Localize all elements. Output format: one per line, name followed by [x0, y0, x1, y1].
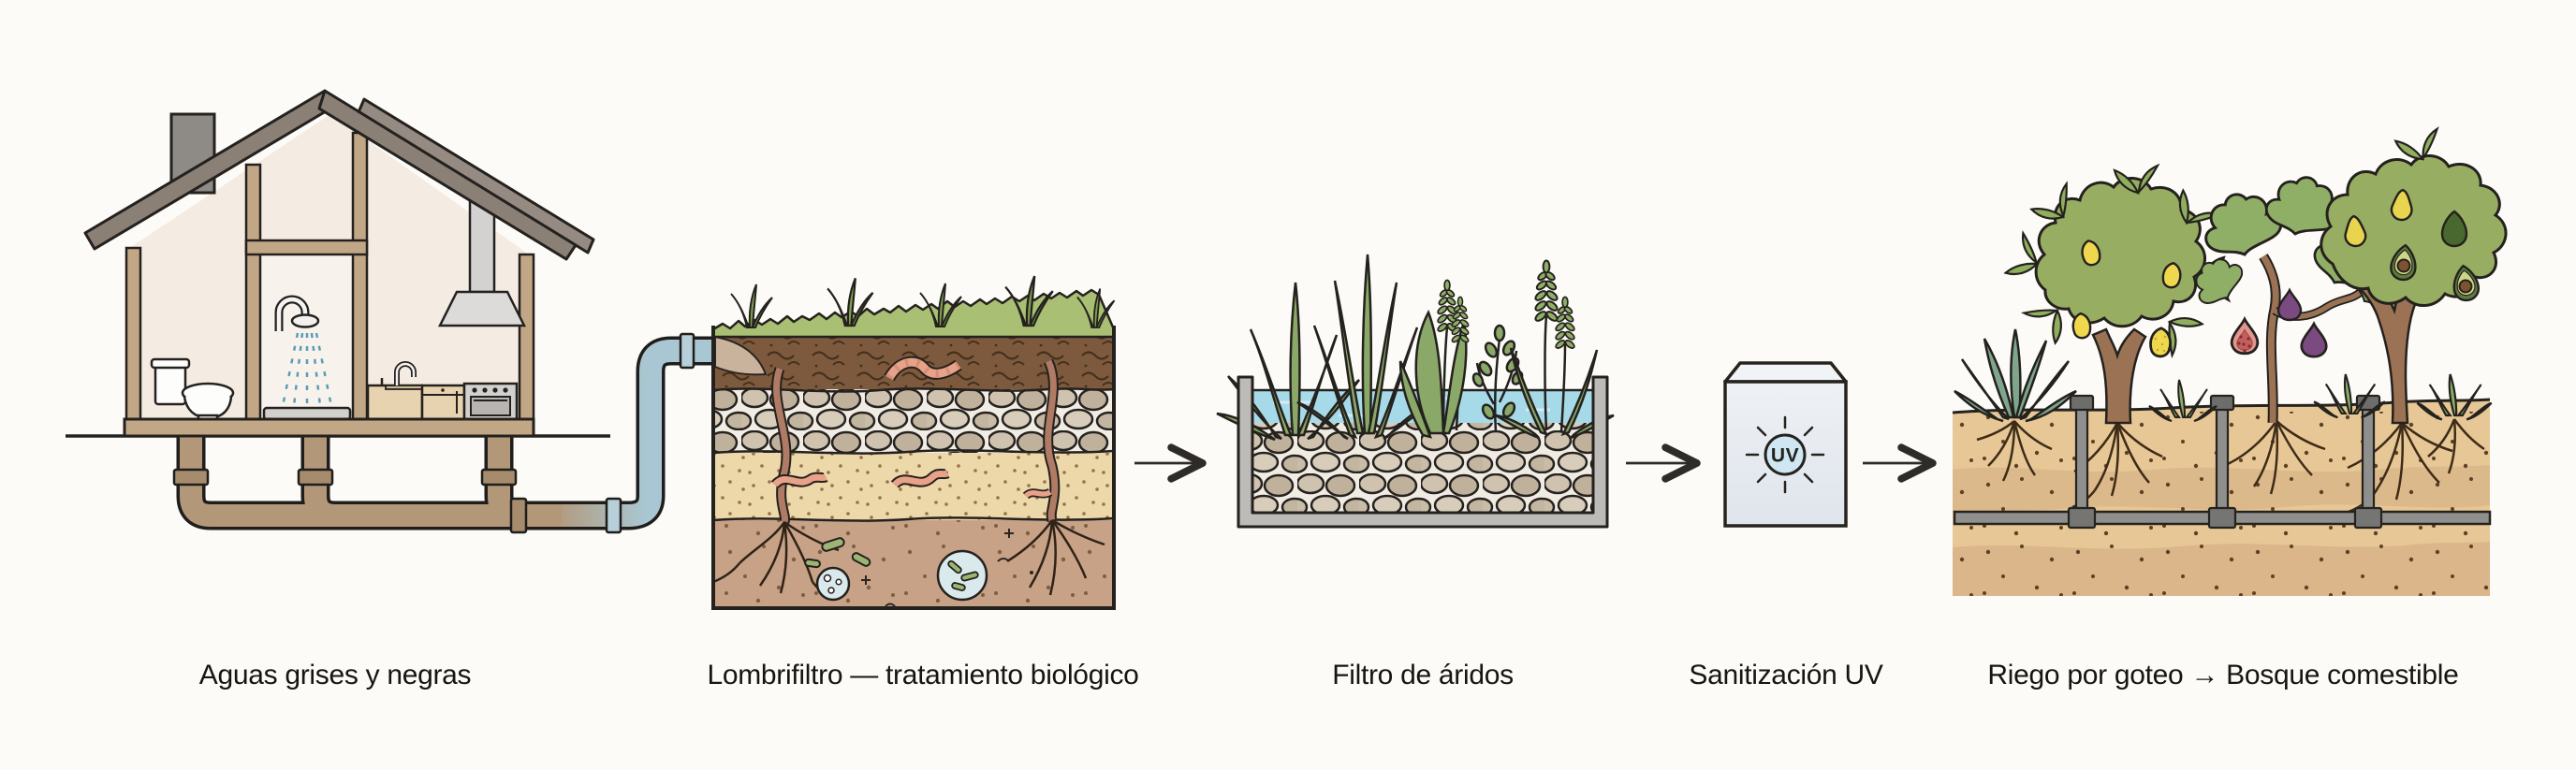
- rear-roof-band: [357, 97, 595, 254]
- shower-icon: [262, 295, 352, 421]
- agave-icon: [1954, 328, 2077, 423]
- uv-badge-text: UV: [1771, 445, 1799, 467]
- dripper-cap-icon: [2069, 394, 2095, 412]
- drip-riser-icon: [2215, 407, 2230, 514]
- concrete-basin-icon: [1237, 375, 1609, 529]
- caption-uv: Sanitización UV: [1689, 660, 1883, 690]
- microbe-magnifier-icon: [815, 549, 988, 602]
- uv-chamber-top: [1723, 361, 1848, 384]
- avocado-cut-fruit-icon: [2388, 242, 2481, 303]
- avocado-tree-icon: [2320, 127, 2508, 425]
- shower-tray: [262, 406, 352, 421]
- caption-lombrifiltro: Lombrifiltro — tratamiento biológico: [707, 660, 1138, 690]
- fig-cut-fruit-icon: [2230, 317, 2260, 356]
- sink-cabinet-icon: [366, 384, 424, 421]
- range-hood-icon: [437, 290, 527, 327]
- drip-riser-icon: [2074, 407, 2089, 514]
- wall-beams: [124, 131, 535, 421]
- bacteria-icon: [804, 529, 1033, 607]
- shower-head-icon: [290, 313, 320, 328]
- uv-lamp-symbol-icon: [1764, 433, 1807, 476]
- caption-arids-filter: Filtro de áridos: [1332, 660, 1514, 690]
- wetland-plants-icon: [1216, 254, 1615, 442]
- tree-trunk: [2091, 327, 2147, 425]
- earthworm-icon: [770, 356, 1053, 500]
- taproot-icon: [712, 358, 1105, 601]
- caption-row: Aguas grises y negras Lombrifiltro — tra…: [199, 660, 2459, 690]
- lemon-tree-icon: [2000, 164, 2231, 425]
- food-forest-section: [1952, 127, 2508, 596]
- fig-tree-icon: [2184, 170, 2418, 424]
- drip-riser-icon: [2361, 407, 2376, 514]
- uv-section: UV: [1723, 361, 1848, 528]
- drip-irrigation-pipe-icon: [1953, 394, 2492, 530]
- wetland-plant-icon: [1296, 254, 1435, 441]
- caption-house: Aguas grises y negras: [199, 660, 472, 690]
- house-section: [66, 89, 715, 534]
- kitchen-stove-icon: [462, 382, 519, 421]
- drain-pipes-icon: [172, 332, 715, 534]
- house-foundation: [123, 417, 535, 438]
- kitchen-icon: [366, 191, 527, 421]
- grass-layer-icon: [711, 288, 1116, 339]
- caption-food-forest: Riego por goteo → Bosque comestible: [1987, 660, 2458, 690]
- uv-rays-icon: [1745, 415, 1825, 494]
- arids-filter-section: [1216, 254, 1615, 529]
- filter-box-frame: [711, 326, 1116, 610]
- tree-canopy: [2320, 154, 2508, 307]
- roots-icon: [1976, 418, 2485, 515]
- roof-icon: [83, 89, 595, 261]
- root-branches: [712, 518, 1105, 601]
- lombrifiltro-section: [711, 274, 1116, 610]
- inlet-water-fan: [714, 335, 768, 376]
- greywater-pipe-icon: [562, 340, 715, 527]
